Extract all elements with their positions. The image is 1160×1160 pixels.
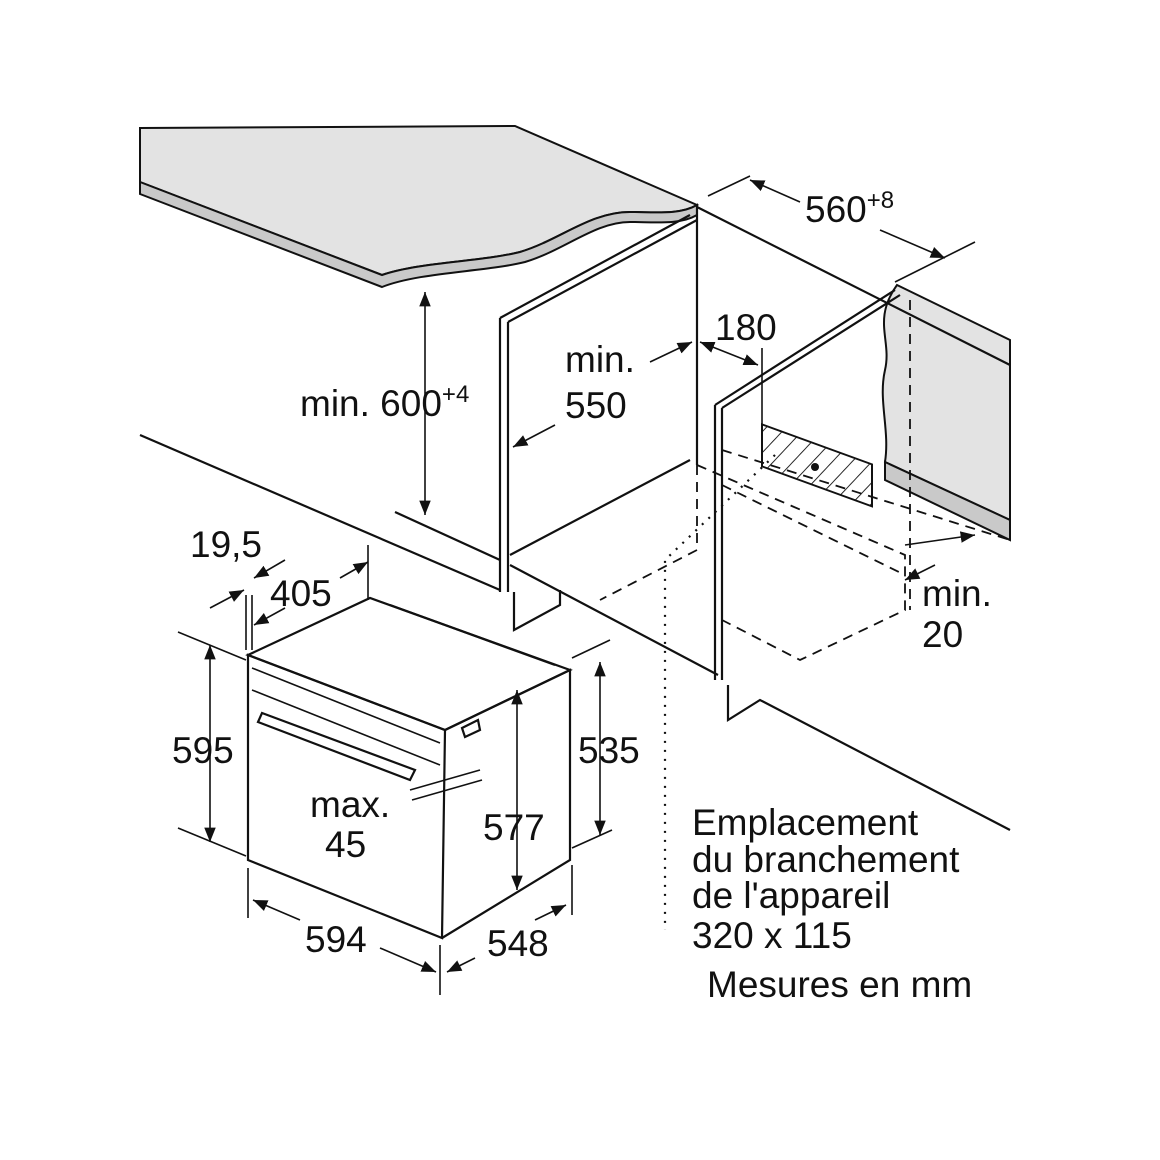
- front-panel-label: 19,5: [190, 524, 262, 565]
- inner-height-label: 577: [483, 807, 545, 848]
- cabinet-niche: [139, 205, 1011, 930]
- oven-body-height-label: 535: [578, 730, 640, 771]
- clearance-min-prefix: min.: [922, 573, 992, 614]
- note-line: de l'appareil: [692, 875, 890, 916]
- width-cutout-label: 560+8: [805, 187, 894, 230]
- connection-note: Emplacement du branchement de l'appareil…: [692, 802, 960, 956]
- gap-max-prefix: max.: [310, 784, 390, 825]
- dimension-lines: [177, 175, 976, 995]
- height-min-label: min. 600+4: [300, 381, 469, 424]
- depth-min-label: 550: [565, 385, 627, 426]
- oven: [245, 596, 573, 940]
- left-countertop: [139, 124, 700, 289]
- note-line: du branchement: [692, 839, 960, 880]
- oven-height-label: 595: [172, 730, 234, 771]
- clearance-min-label: 20: [922, 614, 963, 655]
- rail-depth-label: 405: [270, 573, 332, 614]
- oven-width-label: 594: [305, 919, 367, 960]
- oven-depth-label: 548: [487, 923, 549, 964]
- units-note: Mesures en mm: [707, 964, 972, 1005]
- note-line: Emplacement: [692, 802, 919, 843]
- depth-min-prefix: min.: [565, 339, 635, 380]
- socket-offset-label: 180: [715, 307, 777, 348]
- note-line: 320 x 115: [692, 915, 852, 956]
- right-countertop: [696, 206, 1011, 542]
- gap-max-label: 45: [325, 824, 366, 865]
